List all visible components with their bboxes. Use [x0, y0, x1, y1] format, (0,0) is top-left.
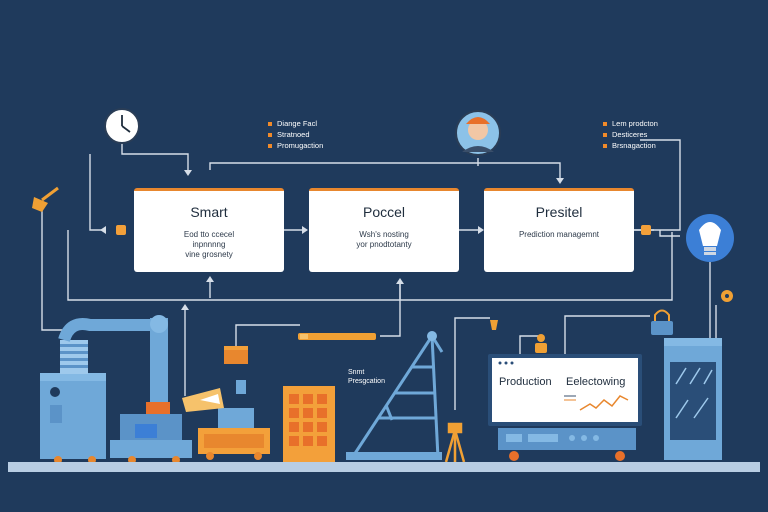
process-box-presitel: Presitel Prediction managemnt [484, 188, 634, 272]
clock-icon [104, 108, 140, 144]
box-description: Wsh's nosting yor pnodtotanty [356, 230, 412, 249]
process-box-poccel: Poccel Wsh's nosting yor pnodtotanty [309, 188, 459, 272]
hand-wrench-icon [32, 186, 59, 212]
stacked-box-icon [224, 346, 248, 364]
control-console [488, 354, 642, 461]
worker-avatar-icon [455, 110, 501, 156]
inspection-station [182, 380, 270, 460]
legend-right: Lem prodcton Desticeres Brsnagaction [603, 118, 658, 151]
crane-base [346, 331, 442, 460]
box-title: Smart [190, 204, 228, 220]
legend-left: Diange Facl Stratnoed Promugaction [268, 118, 323, 151]
box-title: Poccel [362, 204, 406, 220]
drill-tool-icon [298, 333, 376, 340]
box-title: Presitel [535, 204, 583, 220]
gear-small-icon [721, 290, 733, 302]
crane [350, 335, 444, 459]
box-description: Prediction managemnt [518, 230, 600, 239]
factory-floor [8, 462, 760, 472]
connector-lines [41, 139, 717, 410]
operator-icon [535, 334, 547, 353]
padlock-icon [651, 309, 673, 335]
process-box-smart: Smart Eod tto ccecel inpnnnng vine grosn… [134, 188, 284, 272]
arrowheads [100, 170, 564, 310]
monitor-label-production: Production [499, 376, 552, 388]
station-label: Snmt Presgcation [348, 369, 385, 385]
storage-rack [283, 386, 335, 462]
connector-nodes [116, 225, 651, 235]
lightbulb-icon [686, 214, 734, 262]
box-description: Eod tto ccecel inpnnnng vine grosnety [183, 230, 235, 259]
monitor-label-eelectowing: Eelectowing [566, 376, 626, 388]
machine-cabinet [40, 315, 192, 464]
server-rack [664, 338, 722, 460]
clamp-icon [490, 320, 498, 330]
tripod-stand [444, 422, 466, 463]
